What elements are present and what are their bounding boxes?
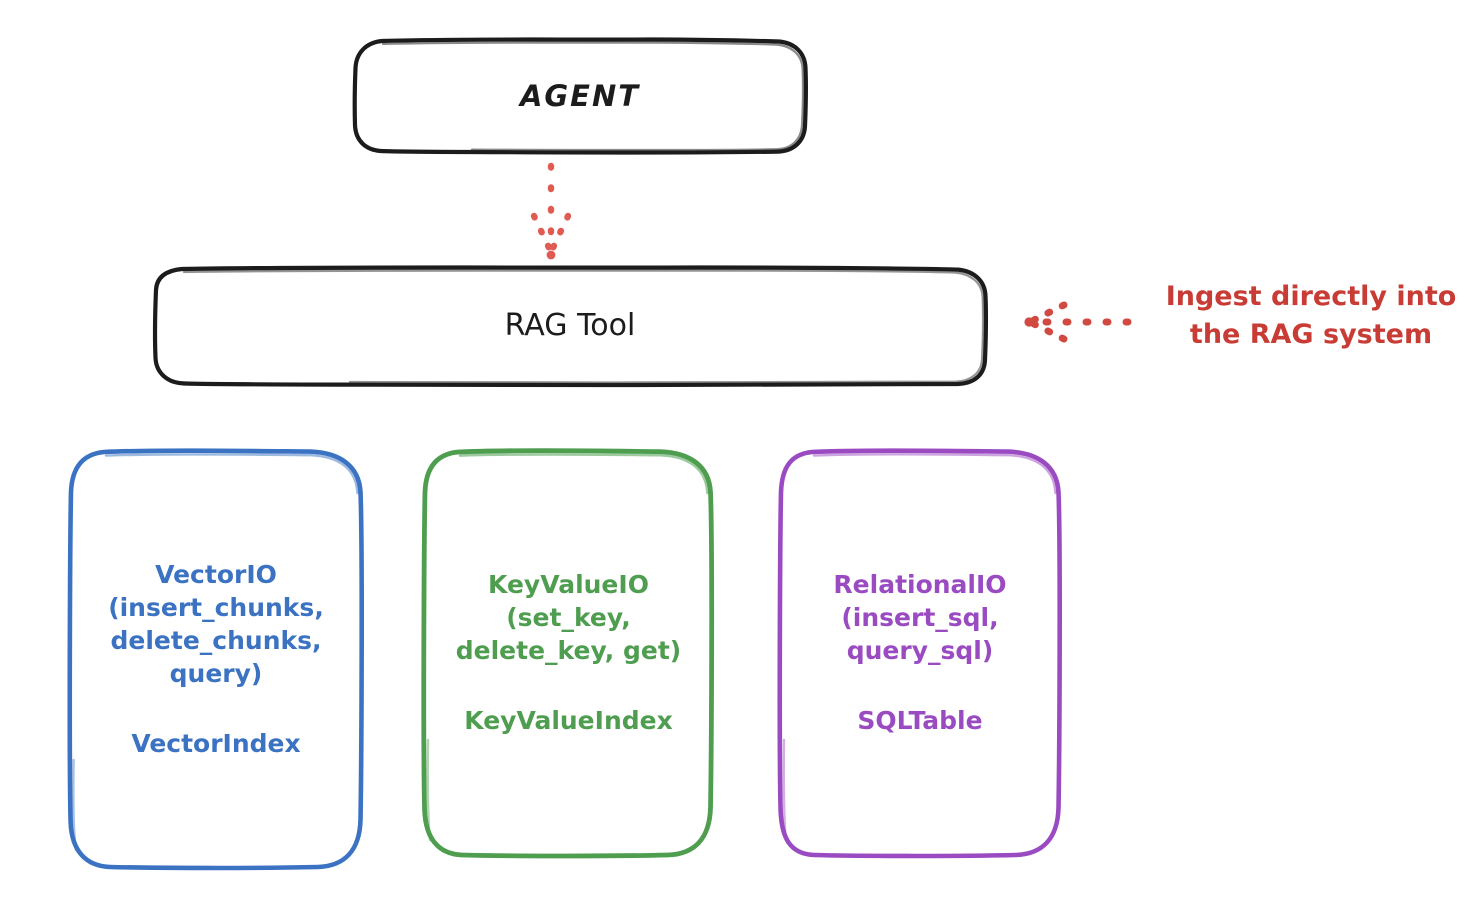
agent-to-rag-arrow bbox=[530, 162, 572, 260]
key-value-io-box[interactable] bbox=[421, 448, 715, 859]
relational-io-box[interactable] bbox=[777, 448, 1062, 859]
ingest-arrow bbox=[1024, 301, 1132, 343]
vector-io-box[interactable] bbox=[67, 448, 364, 871]
rag-tool-box[interactable] bbox=[152, 265, 989, 388]
agent-box[interactable] bbox=[352, 37, 809, 155]
